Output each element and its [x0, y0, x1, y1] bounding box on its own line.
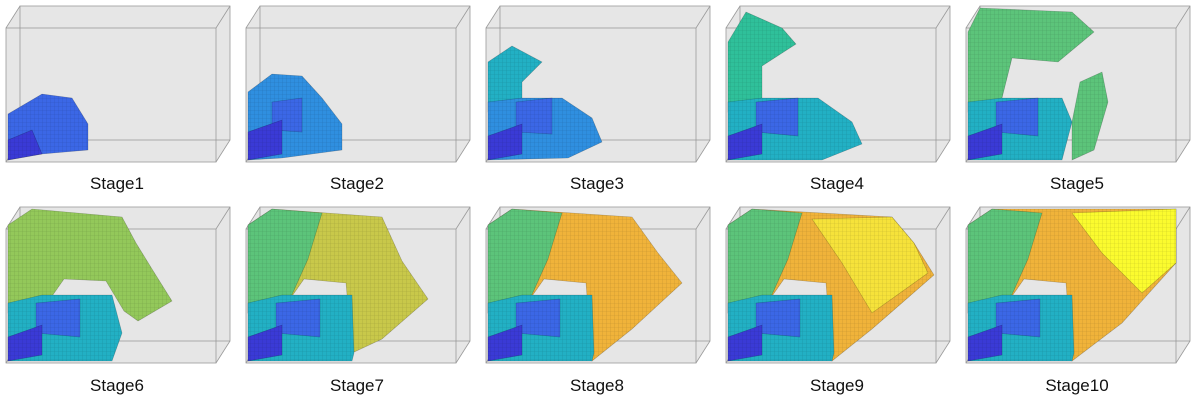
- bounding-box-edge: [935, 340, 951, 364]
- bounding-box-edge: [245, 5, 261, 29]
- core-shade-mesh: [488, 325, 522, 361]
- upper-arm-mesh: [728, 12, 796, 112]
- left-wall-mesh: [488, 209, 562, 313]
- stage-panel-4: Stage4: [722, 2, 952, 202]
- inner-cavity-mesh: [756, 299, 800, 337]
- bounding-box-edge: [455, 340, 471, 364]
- core-shade-mesh: [248, 325, 282, 361]
- core-shade-mesh: [968, 325, 1002, 361]
- bounding-box-back: [19, 5, 231, 141]
- bounding-box-edge: [215, 139, 231, 163]
- stage-6-render: [5, 206, 231, 364]
- bounding-box-front: [485, 27, 697, 163]
- inner-cavity-mesh: [996, 98, 1038, 136]
- bounding-box-front: [245, 27, 457, 163]
- hot-zone-mesh: [812, 217, 928, 313]
- stage-5-render: [965, 5, 1191, 163]
- stage-panel-8: Stage8: [482, 203, 712, 403]
- bounding-box-edge: [455, 139, 471, 163]
- inner-cavity-mesh: [276, 299, 320, 337]
- bounding-box-edge: [695, 340, 711, 364]
- bounding-box-edge: [455, 206, 471, 230]
- left-wall-mesh: [728, 209, 802, 313]
- bounding-box-edge: [5, 5, 21, 29]
- core-shade-mesh: [488, 124, 522, 160]
- stage-5-label: Stage5: [1050, 174, 1104, 193]
- bounding-box-front: [725, 27, 937, 163]
- core-shade-mesh: [728, 325, 762, 361]
- stage-6-label: Stage6: [90, 376, 144, 395]
- inner-cavity-mesh: [516, 98, 552, 134]
- stage-1-render: [5, 5, 231, 163]
- stage-panel-7: Stage7: [242, 203, 472, 403]
- upper-arm-mesh: [968, 8, 1094, 112]
- bounding-box-edge: [1175, 139, 1191, 163]
- stage-panel-6: Stage6: [2, 203, 232, 403]
- stage-2-label: Stage2: [330, 174, 384, 193]
- stage-7-label: Stage7: [330, 376, 384, 395]
- stage-4-render: [725, 5, 951, 163]
- inner-cavity-mesh: [36, 299, 80, 337]
- stage-9-label: Stage9: [810, 376, 864, 395]
- bounding-box-edge: [935, 206, 951, 230]
- bounding-box-edge: [455, 5, 471, 29]
- upper-arm-mesh: [488, 46, 542, 112]
- core-shade-mesh: [8, 130, 42, 160]
- stage-8-label: Stage8: [570, 376, 624, 395]
- stage-9-render: [725, 206, 951, 364]
- stage-3-render: [485, 5, 711, 163]
- bounding-box-edge: [215, 340, 231, 364]
- inner-cavity-mesh: [996, 299, 1040, 337]
- bounding-box-edge: [695, 5, 711, 29]
- stage-2-render: [245, 5, 471, 163]
- stage-7-render: [245, 206, 471, 364]
- stage-10-render: [965, 206, 1191, 364]
- stage-3-label: Stage3: [570, 174, 624, 193]
- stage-10-label: Stage10: [1045, 376, 1109, 395]
- stage-panel-5: Stage5: [962, 2, 1192, 202]
- bounding-box-front: [5, 27, 217, 163]
- stage-8-render: [485, 206, 711, 364]
- bounding-box-edge: [695, 206, 711, 230]
- stage-4-label: Stage4: [810, 174, 864, 193]
- core-shade-mesh: [728, 124, 762, 160]
- core-shade-mesh: [8, 325, 42, 361]
- core-shade-mesh: [248, 120, 282, 160]
- bounding-box-back: [259, 5, 471, 141]
- arch-mesh: [8, 209, 172, 321]
- bounding-box-edge: [965, 5, 981, 29]
- left-wall-mesh: [248, 209, 322, 313]
- inner-cavity-mesh: [516, 299, 560, 337]
- hot-zone-mesh: [1072, 209, 1176, 293]
- stage-panel-1: Stage1: [2, 2, 232, 202]
- left-wall-mesh: [968, 209, 1042, 313]
- stage-panel-9: Stage9: [722, 203, 952, 403]
- bounding-box-edge: [1175, 340, 1191, 364]
- stage-1-label: Stage1: [90, 174, 144, 193]
- bounding-box-edge: [695, 139, 711, 163]
- right-arm-mesh: [1072, 72, 1108, 160]
- bounding-box-edge: [1175, 5, 1191, 29]
- bounding-box-edge: [215, 5, 231, 29]
- bounding-box-edge: [935, 139, 951, 163]
- bounding-box-edge: [935, 5, 951, 29]
- core-shade-mesh: [968, 124, 1002, 160]
- bounding-box-edge: [485, 5, 501, 29]
- inner-cavity-mesh: [756, 98, 798, 136]
- bounding-box-edge: [725, 5, 741, 29]
- bounding-box-edge: [215, 206, 231, 230]
- stage-panel-3: Stage3: [482, 2, 712, 202]
- stage-panel-10: Stage10: [962, 203, 1192, 403]
- stage-panel-2: Stage2: [242, 2, 472, 202]
- bounding-box-edge: [1175, 206, 1191, 230]
